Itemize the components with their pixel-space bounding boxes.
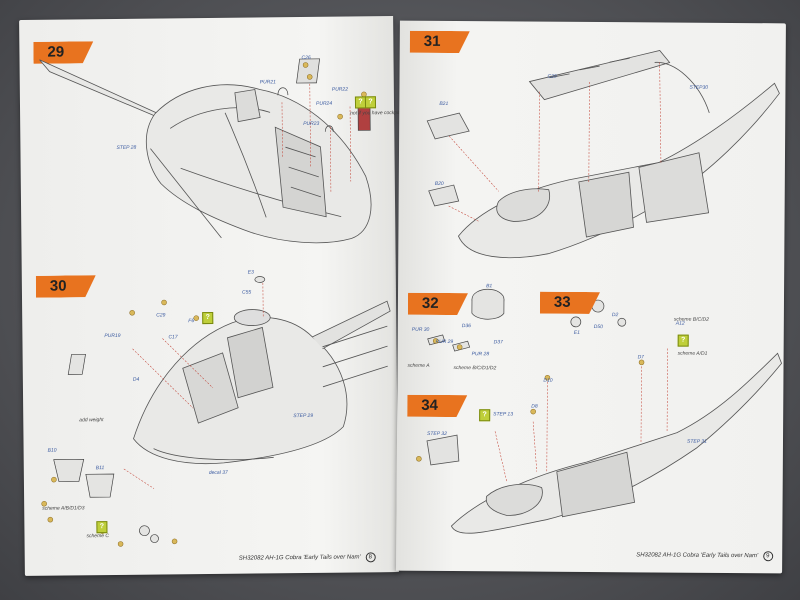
step-30-number: 30 — [49, 277, 67, 295]
part-label: E1 — [573, 329, 580, 336]
part-label: PUR 29 — [435, 338, 454, 346]
part-label: D8 — [531, 403, 538, 410]
step-32-note: scheme B/C/D1/D2 — [453, 365, 497, 372]
part-label: D36 — [461, 323, 472, 330]
part-label: E3 — [247, 269, 254, 276]
step-30-note: scheme A/B/D1/D3 — [42, 505, 85, 512]
part-label: PUR22 — [331, 86, 349, 93]
step-34-ref: STEP 13 — [493, 411, 514, 418]
part-label: PUR21 — [259, 79, 276, 86]
question-icon: ? — [364, 96, 377, 109]
question-icon: ? — [479, 409, 491, 422]
part-label: B10 — [47, 447, 57, 454]
part-label: PUR19 — [104, 332, 121, 340]
part-label: PUR24 — [315, 100, 333, 107]
part-label: D7 — [637, 354, 645, 361]
part-label: D50 — [593, 324, 603, 331]
question-icon: ? — [96, 521, 108, 534]
part-label: D37 — [493, 339, 503, 346]
step-29-drawing — [39, 58, 391, 547]
step-30-ref: STEP 29 — [293, 412, 314, 420]
part-label: PUR 28 — [471, 351, 490, 358]
part-label: D2 — [611, 312, 619, 319]
right-footer-title: AH-1G Cobra 'Early Tails over Nam' — [662, 552, 759, 560]
question-icon: ? — [677, 334, 689, 347]
part-label: D10 — [543, 377, 553, 384]
part-label: C20 — [547, 73, 557, 80]
question-icon: ? — [202, 311, 214, 325]
right-page-number: 9 — [762, 551, 773, 562]
left-footer: SH32082 AH-1G Cobra 'Early Tails over Na… — [239, 552, 376, 563]
part-label: B11 — [95, 465, 105, 472]
step-32-number: 32 — [421, 294, 439, 312]
right-page: 31 — [396, 20, 786, 574]
part-label: PUR 30 — [411, 326, 430, 333]
part-label: D4 — [132, 376, 140, 383]
left-page-number: 8 — [365, 552, 376, 563]
part-label: B20 — [434, 180, 444, 187]
step-34-number: 34 — [421, 396, 438, 414]
part-label: C17 — [168, 334, 178, 341]
part-label: B21 — [439, 100, 449, 107]
left-footer-code: SH32082 — [238, 555, 264, 562]
step-34-note: scheme A/D1 — [677, 350, 708, 357]
part-label: B1 — [486, 283, 493, 290]
part-label: PUR23 — [303, 120, 320, 128]
step-32-note: scheme A — [407, 362, 430, 369]
left-footer-title: AH-1G Cobra 'Early Tails over Nam' — [265, 554, 361, 562]
part-label: C55 — [241, 289, 252, 296]
step-30-note: scheme C — [86, 533, 110, 540]
part-label: C29 — [156, 312, 166, 319]
step-29-ref: STEP 28 — [116, 144, 137, 151]
left-page: 29 — [19, 16, 413, 576]
right-footer-code: SH32082 — [636, 552, 662, 559]
step-34-ref: STEP 31 — [686, 438, 707, 445]
part-label: C26 — [301, 54, 311, 62]
right-footer: SH32082 AH-1G Cobra 'Early Tails over Na… — [636, 550, 773, 562]
part-label: decal 37 — [208, 469, 228, 477]
step-31-drawing — [416, 50, 782, 534]
step-31-ref: STEP30 — [689, 84, 709, 91]
step-34-ref: STEP 32 — [427, 430, 447, 437]
step-30-note: add weight — [79, 417, 104, 424]
step-34-note: scheme B/C/D2 — [673, 316, 709, 323]
part-label: F6 — [188, 318, 195, 325]
step-33-number: 33 — [553, 293, 571, 311]
